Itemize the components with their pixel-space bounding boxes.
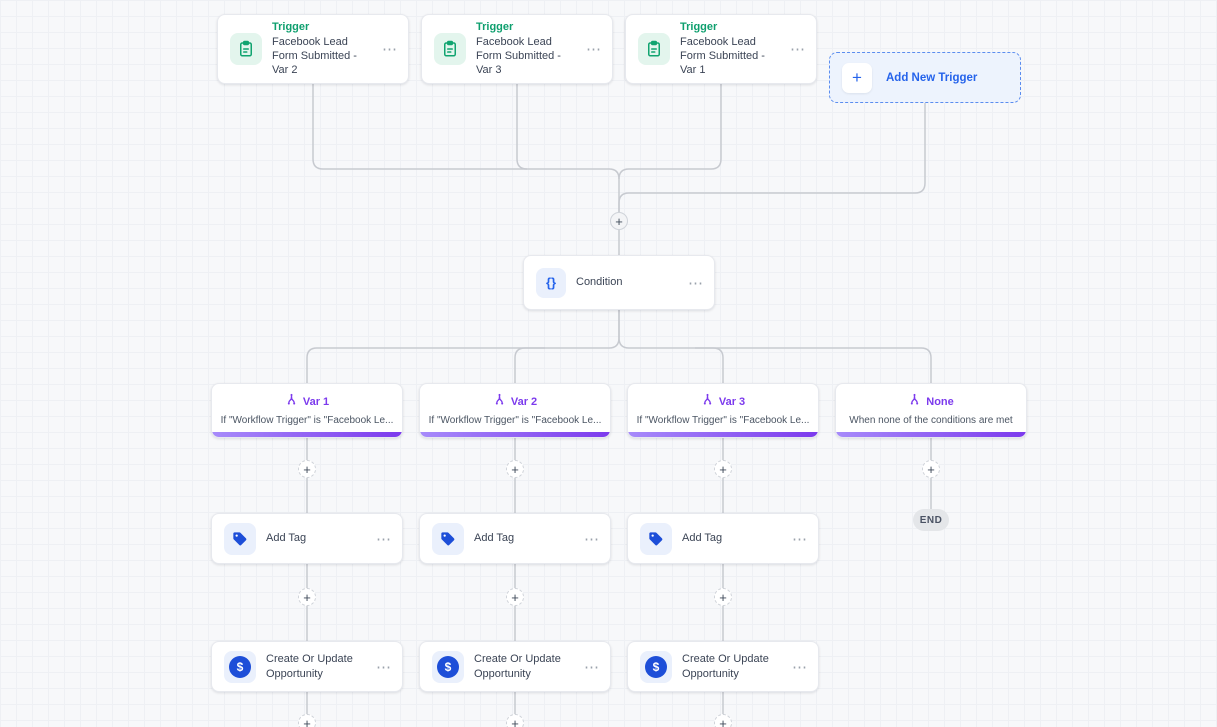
add-step-button[interactable]: + <box>714 588 732 606</box>
add-step-button[interactable]: + <box>298 714 316 727</box>
split-path-icon <box>493 393 506 411</box>
clipboard-icon <box>638 33 670 65</box>
action-label: Add Tag <box>474 532 515 545</box>
create-opportunity-card-3[interactable]: $ Create Or Update Opportunity ⋯ <box>627 641 819 692</box>
branch-card-var1[interactable]: Var 1 If "Workflow Trigger" is "Facebook… <box>211 383 403 438</box>
trigger-type-label: Trigger <box>680 21 718 34</box>
add-step-button[interactable]: + <box>922 460 940 478</box>
branch-card-var2[interactable]: Var 2 If "Workflow Trigger" is "Facebook… <box>419 383 611 438</box>
action-label: Add Tag <box>682 532 723 545</box>
add-new-trigger-label: Add New Trigger <box>886 71 978 84</box>
branch-accent-bar <box>628 432 818 437</box>
trigger-type-label: Trigger <box>272 21 310 34</box>
trigger-type-label: Trigger <box>476 21 514 34</box>
action-label: Create Or Update Opportunity <box>266 653 353 680</box>
branch-subtitle: If "Workflow Trigger" is "Facebook Le... <box>636 415 810 426</box>
add-new-trigger-button[interactable]: + Add New Trigger <box>829 52 1021 103</box>
ellipsis-icon[interactable]: ⋯ <box>584 530 600 548</box>
branch-card-none[interactable]: None When none of the conditions are met <box>835 383 1027 438</box>
add-tag-card-2[interactable]: Add Tag ⋯ <box>419 513 611 564</box>
trigger-card-var3[interactable]: Trigger Facebook Lead Form Submitted - V… <box>421 14 613 84</box>
action-label: Add Tag <box>266 532 307 545</box>
split-path-icon <box>701 393 714 411</box>
branch-label: Var 1 <box>302 396 330 408</box>
clipboard-icon <box>434 33 466 65</box>
dollar-icon: $ <box>224 650 256 683</box>
branch-accent-bar <box>420 432 610 437</box>
ellipsis-icon[interactable]: ⋯ <box>586 41 602 58</box>
add-step-button[interactable]: + <box>714 714 732 727</box>
dollar-icon: $ <box>432 650 464 683</box>
ellipsis-icon[interactable]: ⋯ <box>382 41 398 58</box>
ellipsis-icon[interactable]: ⋯ <box>790 41 806 58</box>
branch-card-var3[interactable]: Var 3 If "Workflow Trigger" is "Facebook… <box>627 383 819 438</box>
add-tag-card-3[interactable]: Add Tag ⋯ <box>627 513 819 564</box>
trigger-card-var2[interactable]: Trigger Facebook Lead Form Submitted - V… <box>217 14 409 84</box>
ellipsis-icon[interactable]: ⋯ <box>584 658 600 676</box>
add-step-button[interactable]: + <box>714 460 732 478</box>
action-label: Create Or Update Opportunity <box>682 653 769 680</box>
add-step-button[interactable]: + <box>506 460 524 478</box>
branch-subtitle: If "Workflow Trigger" is "Facebook Le... <box>220 415 394 426</box>
tag-icon <box>432 522 464 555</box>
plus-icon: + <box>842 62 872 93</box>
branch-label: None <box>926 396 954 408</box>
branch-accent-bar <box>212 432 402 437</box>
add-step-button[interactable]: + <box>298 460 316 478</box>
end-badge: END <box>913 509 949 531</box>
branch-label: Var 3 <box>718 396 746 408</box>
tag-icon <box>224 522 256 555</box>
branch-subtitle: If "Workflow Trigger" is "Facebook Le... <box>428 415 602 426</box>
tag-icon <box>640 522 672 555</box>
ellipsis-icon[interactable]: ⋯ <box>376 658 392 676</box>
condition-card[interactable]: {} Condition ⋯ <box>523 255 715 310</box>
create-opportunity-card-2[interactable]: $ Create Or Update Opportunity ⋯ <box>419 641 611 692</box>
ellipsis-icon[interactable]: ⋯ <box>792 530 808 548</box>
trigger-card-var1[interactable]: Trigger Facebook Lead Form Submitted - V… <box>625 14 817 84</box>
add-tag-card-1[interactable]: Add Tag ⋯ <box>211 513 403 564</box>
add-step-button[interactable]: + <box>506 714 524 727</box>
create-opportunity-card-1[interactable]: $ Create Or Update Opportunity ⋯ <box>211 641 403 692</box>
dollar-icon: $ <box>640 650 672 683</box>
trigger-title: Facebook Lead Form Submitted - Var 2 <box>272 35 357 77</box>
curly-braces-icon: {} <box>536 267 566 298</box>
clipboard-icon <box>230 33 262 65</box>
add-step-button[interactable]: + <box>610 212 628 230</box>
ellipsis-icon[interactable]: ⋯ <box>792 658 808 676</box>
action-label: Create Or Update Opportunity <box>474 653 561 680</box>
add-step-button[interactable]: + <box>506 588 524 606</box>
branch-accent-bar <box>836 432 1026 437</box>
condition-label: Condition <box>576 276 623 289</box>
add-step-button[interactable]: + <box>298 588 316 606</box>
branch-subtitle: When none of the conditions are met <box>849 415 1013 426</box>
split-path-icon <box>908 393 921 411</box>
ellipsis-icon[interactable]: ⋯ <box>376 530 392 548</box>
split-path-icon <box>285 393 298 411</box>
trigger-title: Facebook Lead Form Submitted - Var 3 <box>476 35 561 77</box>
branch-label: Var 2 <box>510 396 538 408</box>
trigger-title: Facebook Lead Form Submitted - Var 1 <box>680 35 765 77</box>
ellipsis-icon[interactable]: ⋯ <box>688 274 704 292</box>
